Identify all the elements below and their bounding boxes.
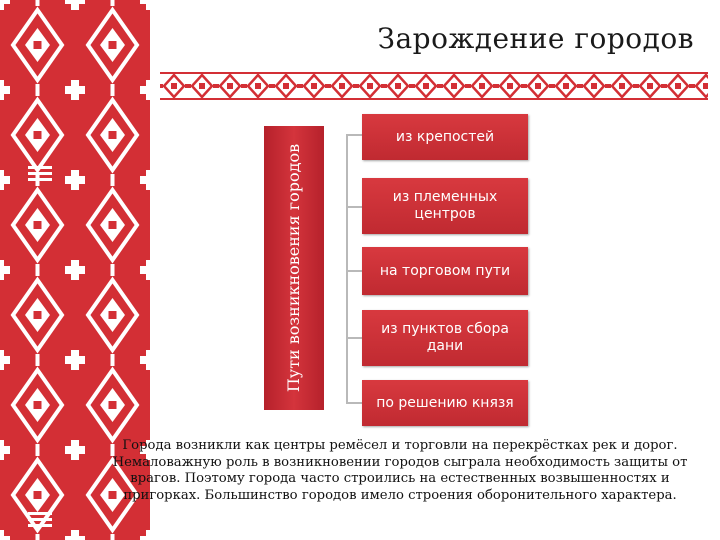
branch-tribute-points-label: из пунктов сбора дани bbox=[381, 321, 509, 354]
folk-ornament-band-icon bbox=[160, 72, 708, 100]
connector-trunk bbox=[346, 134, 348, 404]
branch-trade-route: на торговом пути bbox=[362, 247, 528, 295]
branch-tribute-points: из пунктов сбора дани bbox=[362, 310, 528, 366]
page-title: Зарождение городов bbox=[377, 22, 694, 55]
connector-branch-5 bbox=[346, 402, 362, 404]
folk-ornament-panel-icon bbox=[0, 0, 150, 540]
connector-branch-1 bbox=[346, 134, 362, 136]
branch-prince-decision-label: по решению князя bbox=[376, 394, 514, 411]
connector-branch-2 bbox=[346, 206, 362, 208]
branch-tribal-centers: из племенных центров bbox=[362, 178, 528, 234]
branch-tribal-centers-label: из племенных центров bbox=[392, 189, 498, 222]
description-text: Города возникли как центры ремёсел и тор… bbox=[112, 438, 688, 503]
connector-branch-3 bbox=[346, 270, 362, 272]
branch-prince-decision: по решению князя bbox=[362, 380, 528, 426]
routes-label-box: Пути возникновения городов bbox=[264, 126, 324, 410]
branch-trade-route-label: на торговом пути bbox=[379, 262, 511, 279]
branch-fortress-label: из крепостей bbox=[395, 128, 495, 145]
connector-branch-4 bbox=[346, 337, 362, 339]
branch-fortress: из крепостей bbox=[362, 114, 528, 160]
routes-label: Пути возникновения городов bbox=[284, 143, 303, 393]
